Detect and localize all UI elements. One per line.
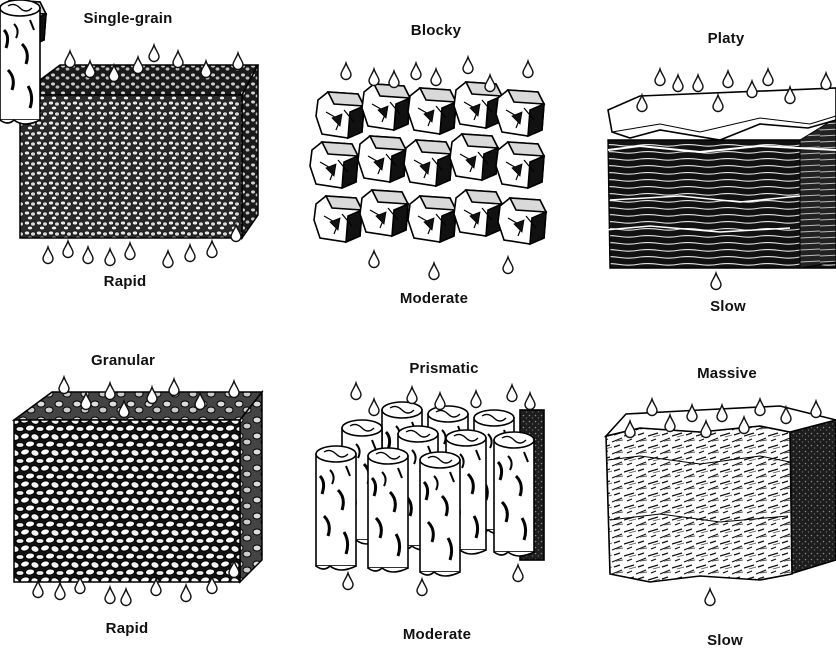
platy-block: [605, 88, 836, 268]
single-grain-block: [20, 65, 258, 238]
granular-block: [14, 392, 262, 582]
massive-block: [606, 406, 836, 582]
